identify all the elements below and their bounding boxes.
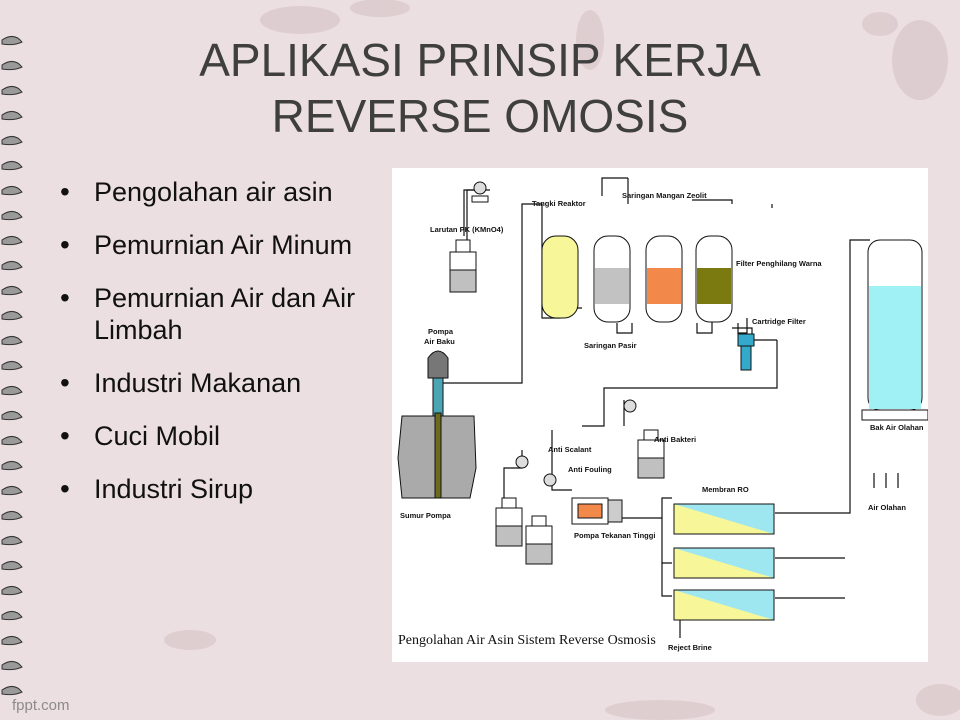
product-water-tank [861,239,928,421]
binding-ring [1,311,23,321]
binding-ring [1,636,23,646]
bullet-item: Industri Makanan [56,367,386,399]
binding-ring [1,611,23,621]
label-filter-warna: Filter Penghilang Warna [736,259,822,268]
binding-ring [1,686,23,696]
binding-ring [1,286,23,296]
label-tangki-reaktor: Tangki Reaktor [532,199,586,208]
label-sumur-pompa: Sumur Pompa [400,511,452,520]
binding-ring [1,336,23,346]
binding-ring [1,236,23,246]
manganese-zeolite-filter [645,235,683,323]
binding-ring [1,186,23,196]
binding-ring [1,586,23,596]
sand-filter [593,235,631,323]
binding-ring [1,86,23,96]
binding-ring [1,361,23,371]
label-air-baku: Air Baku [424,337,455,346]
bullet-item: Industri Sirup [56,473,386,505]
binding-ring [1,536,23,546]
cartridge-filter [737,333,755,371]
label-anti-fouling: Anti Fouling [568,465,612,474]
binding-ring [1,461,23,471]
binding-ring [1,561,23,571]
binding-ring [1,261,23,271]
label-saringan-mangan: Saringan Mangan Zeolit [622,191,707,200]
diagram-caption: Pengolahan Air Asin Sistem Reverse Osmos… [398,633,656,648]
binding-ring [1,511,23,521]
binding-ring [1,111,23,121]
binding-ring [1,486,23,496]
binding-ring [1,136,23,146]
binding-ring [1,161,23,171]
diagram-svg: Larutan PK (KMnO4) Tangki Reaktor Saring… [397,177,928,652]
slide-title: APLIKASI PRINSIP KERJA REVERSE OMOSIS [60,32,900,144]
bullet-item: Pemurnian Air dan Air Limbah [56,282,386,346]
label-bak-air-olahan: Bak Air Olahan [870,423,924,432]
title-line-1: APLIKASI PRINSIP KERJA [199,34,761,86]
bullet-list: Pengolahan air asin Pemurnian Air Minum … [56,176,386,526]
label-anti-scalant: Anti Scalant [548,445,592,454]
reverse-osmosis-diagram: Larutan PK (KMnO4) Tangki Reaktor Saring… [392,168,928,662]
watermark: fppt.com [12,697,70,714]
label-anti-bakteri: Anti Bakteri [654,435,696,444]
binding-ring [1,436,23,446]
label-membran-ro: Membran RO [702,485,749,494]
binding-ring [1,386,23,396]
label-larutan-pk: Larutan PK (KMnO4) [430,225,504,234]
label-pompa: Pompa [428,327,454,336]
binding-ring [1,36,23,46]
ro-membranes [673,503,775,621]
binding-ring [1,211,23,221]
label-pompa-tekanan: Pompa Tekanan Tinggi [574,531,655,540]
label-reject-brine: Reject Brine [668,643,712,652]
bullet-item: Pengolahan air asin [56,176,386,208]
color-removal-filter [695,235,733,323]
anti-bacteria-tank [623,399,665,479]
binding-ring [1,411,23,421]
binding-ring [1,61,23,71]
bullet-item: Cuci Mobil [56,420,386,452]
dosing-tanks [495,455,557,565]
raw-water-pump [397,350,477,499]
spiral-binding [1,36,23,696]
bullet-item: Pemurnian Air Minum [56,229,386,261]
label-saringan-pasir: Saringan Pasir [584,341,637,350]
reactor-tank [541,235,579,319]
binding-ring [1,661,23,671]
pk-solution-tank [449,181,489,293]
high-pressure-pump [571,497,623,525]
label-cartridge-filter: Cartridge Filter [752,317,806,326]
title-line-2: REVERSE OMOSIS [271,90,689,142]
label-air-olahan: Air Olahan [868,503,906,512]
